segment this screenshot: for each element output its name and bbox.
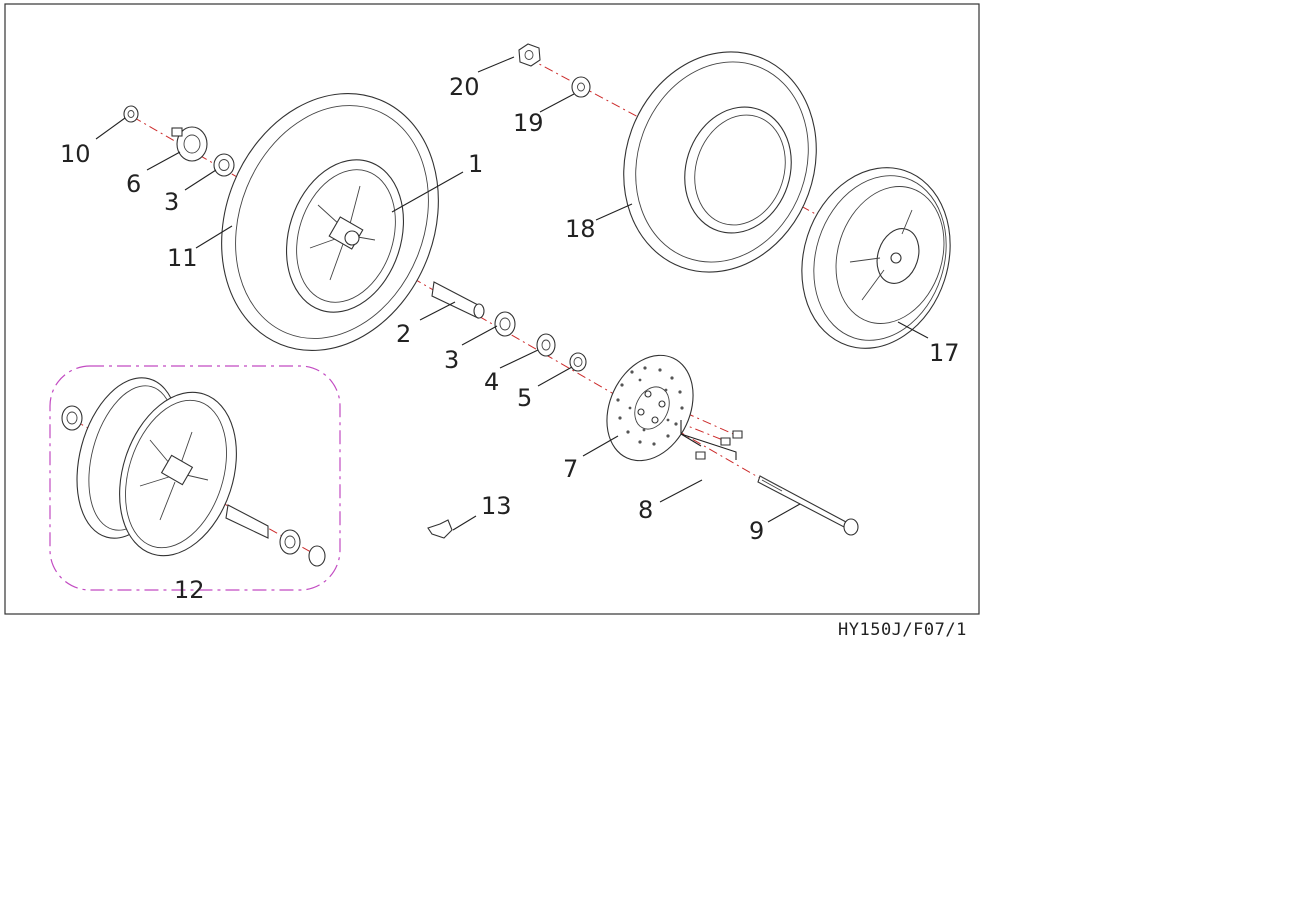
wheel-assembly-12 [61,377,326,567]
spacer-tube-2 [431,281,485,319]
callout-13: 13 [481,492,512,520]
callout-7: 7 [563,455,578,483]
callout-2: 2 [396,320,411,348]
callout-20: 20 [449,73,480,101]
brake-disc-7 [606,354,694,462]
callout-8: 8 [638,496,653,524]
callout-17: 17 [929,339,960,367]
kit-spacer [225,504,269,539]
callout-3-lower: 3 [444,346,459,374]
callout-11: 11 [167,244,198,272]
axle-bolt-9 [757,475,859,536]
kit-bearing-2 [279,529,301,555]
callout-9: 9 [749,517,764,545]
callout-19: 19 [513,109,544,137]
wheel-assembly-12-outline [49,365,341,591]
valve-13 [427,519,453,539]
front-wheel-tyre [221,93,439,351]
callout-numbers: 1 2 3 3 4 5 6 7 8 9 10 11 12 13 17 18 19… [60,73,960,604]
callout-18: 18 [565,215,596,243]
callout-6: 6 [126,170,141,198]
rear-tyre-18 [623,51,817,273]
nut-10 [123,105,139,123]
diagram-frame [4,3,980,615]
nut-20 [518,43,541,67]
callout-12: 12 [174,576,205,604]
callout-1: 1 [468,150,483,178]
bearing-3-lower [494,311,516,337]
bearing-3-upper [213,153,235,177]
leader-lines [95,56,929,531]
callout-3-upper: 3 [164,188,179,216]
rear-rim-17 [801,167,951,349]
kit-bearing [61,405,83,431]
drawing-code: HY150J/F07/1 [838,620,967,640]
callout-4: 4 [484,368,499,396]
disc-bolts-8 [680,420,743,460]
callout-5: 5 [517,384,532,412]
kit-seal [308,545,326,567]
speedo-gear-6 [171,126,208,162]
callout-10: 10 [60,140,91,168]
collar-5 [569,352,587,372]
washer-19 [571,76,591,98]
seal-4 [536,333,556,357]
